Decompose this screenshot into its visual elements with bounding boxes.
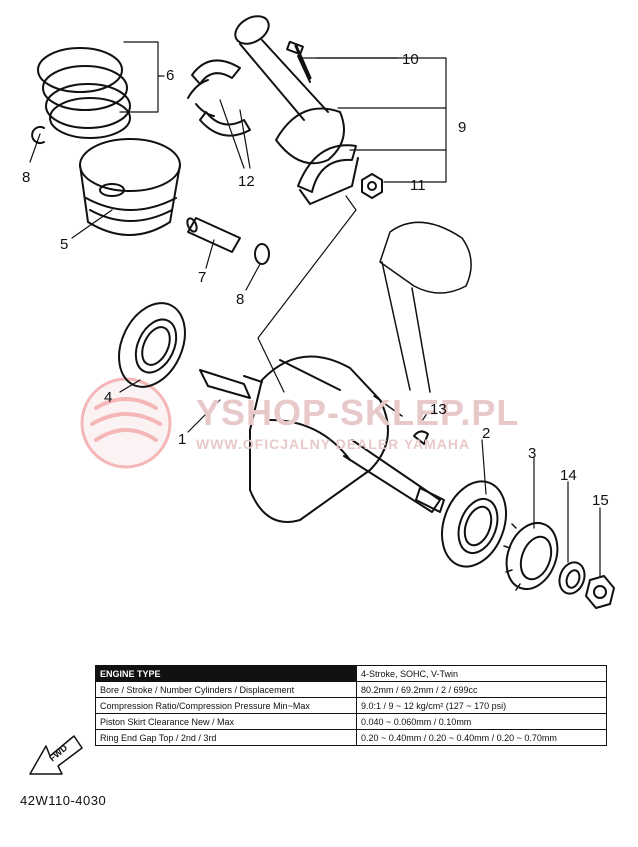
callout-8-upper: 8 bbox=[22, 169, 31, 186]
spec-row-label: Compression Ratio/Compression Pressure M… bbox=[95, 697, 357, 714]
crank-bearing-left bbox=[118, 302, 186, 388]
crank-nut bbox=[585, 575, 615, 609]
spec-header-value: 4-Stroke, SOHC, V-Twin bbox=[356, 665, 607, 682]
piston-pin-clip-right bbox=[254, 243, 270, 265]
spec-row-label: Ring End Gap Top / 2nd / 3rd bbox=[95, 729, 357, 746]
watermark-logo bbox=[80, 377, 172, 469]
primary-drive-gear bbox=[503, 522, 559, 591]
callout-12: 12 bbox=[238, 173, 255, 190]
watermark-brand: YSHOP-SKLEP.PL bbox=[196, 392, 520, 433]
spec-row-label: Bore / Stroke / Number Cylinders / Displ… bbox=[95, 681, 357, 698]
spec-row: Bore / Stroke / Number Cylinders / Displ… bbox=[95, 681, 607, 698]
crank-bearing-right bbox=[441, 480, 507, 568]
piston-rings bbox=[37, 47, 131, 139]
leader-lines bbox=[29, 41, 601, 577]
callout-15: 15 bbox=[592, 492, 609, 509]
callout-13: 13 bbox=[430, 401, 447, 418]
spec-row-value: 80.2mm / 69.2mm / 2 / 699cc bbox=[356, 681, 607, 698]
spec-header-label: ENGINE TYPE bbox=[95, 665, 357, 682]
callout-4: 4 bbox=[104, 389, 113, 406]
spec-row-value: 0.20 ~ 0.40mm / 0.20 ~ 0.40mm / 0.20 ~ 0… bbox=[356, 729, 607, 746]
callout-2: 2 bbox=[482, 425, 491, 442]
callout-1: 1 bbox=[178, 431, 187, 448]
spec-row-value: 0.040 ~ 0.060mm / 0.10mm bbox=[356, 713, 607, 730]
spec-row: Compression Ratio/Compression Pressure M… bbox=[95, 697, 607, 714]
washer bbox=[558, 561, 586, 595]
callout-8-lower: 8 bbox=[236, 291, 245, 308]
rod-bolt bbox=[286, 40, 311, 83]
spec-table-header: ENGINE TYPE 4-Stroke, SOHC, V-Twin bbox=[95, 665, 607, 682]
piston-pin bbox=[186, 217, 241, 253]
connecting-rod-bearings bbox=[187, 59, 251, 137]
piston-pin-clip-left bbox=[31, 126, 45, 144]
spec-row: Piston Skirt Clearance New / Max 0.040 ~… bbox=[95, 713, 607, 730]
callout-10: 10 bbox=[402, 51, 419, 68]
fwd-arrow-icon bbox=[29, 735, 83, 775]
callout-7: 7 bbox=[198, 269, 207, 286]
woodruff-key bbox=[413, 430, 429, 445]
connecting-rod bbox=[234, 15, 345, 165]
callout-5: 5 bbox=[60, 236, 69, 253]
piston bbox=[79, 138, 181, 236]
part-code: 42W110-4030 bbox=[20, 793, 107, 808]
watermark-tagline: WWW.OFICJALNY DEALER YAMAHA bbox=[196, 436, 471, 452]
callout-14: 14 bbox=[560, 467, 577, 484]
spec-row: Ring End Gap Top / 2nd / 3rd 0.20 ~ 0.40… bbox=[95, 729, 607, 746]
rod-position-outline bbox=[379, 221, 472, 393]
callout-3: 3 bbox=[528, 445, 537, 462]
spec-row-label: Piston Skirt Clearance New / Max bbox=[95, 713, 357, 730]
callout-9: 9 bbox=[458, 119, 467, 136]
callout-6: 6 bbox=[166, 67, 175, 84]
rod-nut bbox=[361, 173, 383, 199]
callout-11: 11 bbox=[410, 177, 426, 194]
spec-row-value: 9.0:1 / 9 ~ 12 kg/cm² (127 ~ 170 psi) bbox=[356, 697, 607, 714]
engine-spec-table: ENGINE TYPE 4-Stroke, SOHC, V-Twin Bore … bbox=[95, 665, 607, 746]
connecting-rod-cap bbox=[297, 144, 359, 205]
crankshaft bbox=[199, 355, 445, 523]
